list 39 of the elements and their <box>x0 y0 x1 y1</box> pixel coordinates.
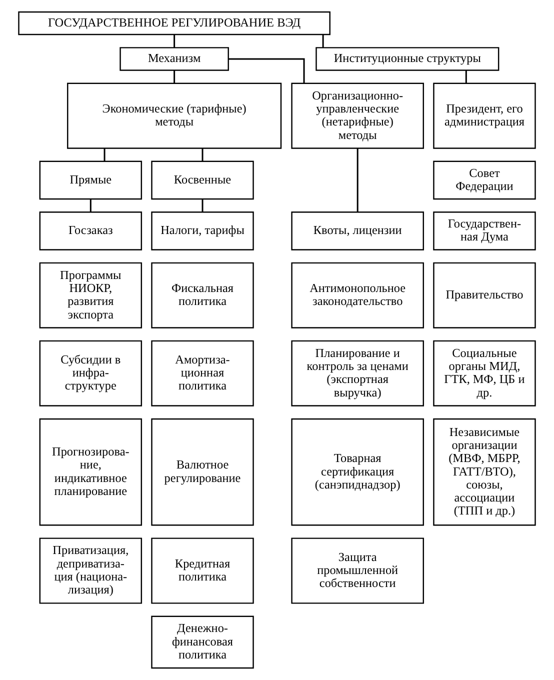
node-box: Прямые <box>39 160 142 200</box>
node-box: Кредитная политика <box>151 538 254 604</box>
connector <box>202 199 204 212</box>
connector <box>322 34 324 48</box>
node-box: Налоги, тарифы <box>151 212 254 250</box>
connector <box>465 70 467 84</box>
node-box: Государствен- ная Дума <box>433 212 536 250</box>
node-box: Правительство <box>433 262 536 328</box>
node-box: Валютное регулирование <box>151 418 254 526</box>
connector <box>90 199 92 212</box>
node-box: Приватизация, деприватиза- ция (национа- лизация) <box>39 538 142 604</box>
node-box: Косвенные <box>151 160 254 200</box>
connector <box>202 148 204 162</box>
connector <box>356 148 358 212</box>
node-box: Программы НИОКР, развития экспорта <box>39 262 142 328</box>
node-box: Президент, его администрация <box>433 82 536 149</box>
connector <box>228 58 305 84</box>
node-box: ГОСУДАРСТВЕННОЕ РЕГУЛИРОВАНИЕ ВЭД <box>18 11 330 36</box>
node-box: Планирование и контроль за ценами (экспортная выручка) <box>291 340 424 406</box>
node-box: Амортиза- ционная политика <box>151 340 254 406</box>
node-box: Денежно- финансовая политика <box>151 616 254 669</box>
node-box: Товарная сертификация (санэпиднадзор) <box>291 418 424 526</box>
node-box: Институционные структуры <box>316 47 500 71</box>
node-box: Независимые организации (МВФ, МБРР, ГАТТ/ВТО), союзы, ассоциации (ТПП и др.) <box>433 418 536 526</box>
node-box: Организационно- управленческие (нетарифные) методы <box>291 82 424 149</box>
node-box: Квоты, лицензии <box>291 212 424 250</box>
connector <box>174 34 176 48</box>
node-box: Механизм <box>120 47 229 71</box>
node-box: Прогнозирова- ние, индикативное планирование <box>39 418 142 526</box>
node-box: Антимонопольное законодательство <box>291 262 424 328</box>
node-box: Совет Федерации <box>433 160 536 200</box>
connector <box>104 148 106 162</box>
node-box: Госзаказ <box>39 212 142 250</box>
node-box: Социальные органы МИД, ГТК, МФ, ЦБ и др. <box>433 340 536 406</box>
node-box: Субсидии в инфра- структуре <box>39 340 142 406</box>
node-box: Экономические (тарифные) методы <box>67 82 282 149</box>
node-box: Защита промышленной собственности <box>291 538 424 604</box>
node-box: Фискальная политика <box>151 262 254 328</box>
connector <box>174 70 176 84</box>
